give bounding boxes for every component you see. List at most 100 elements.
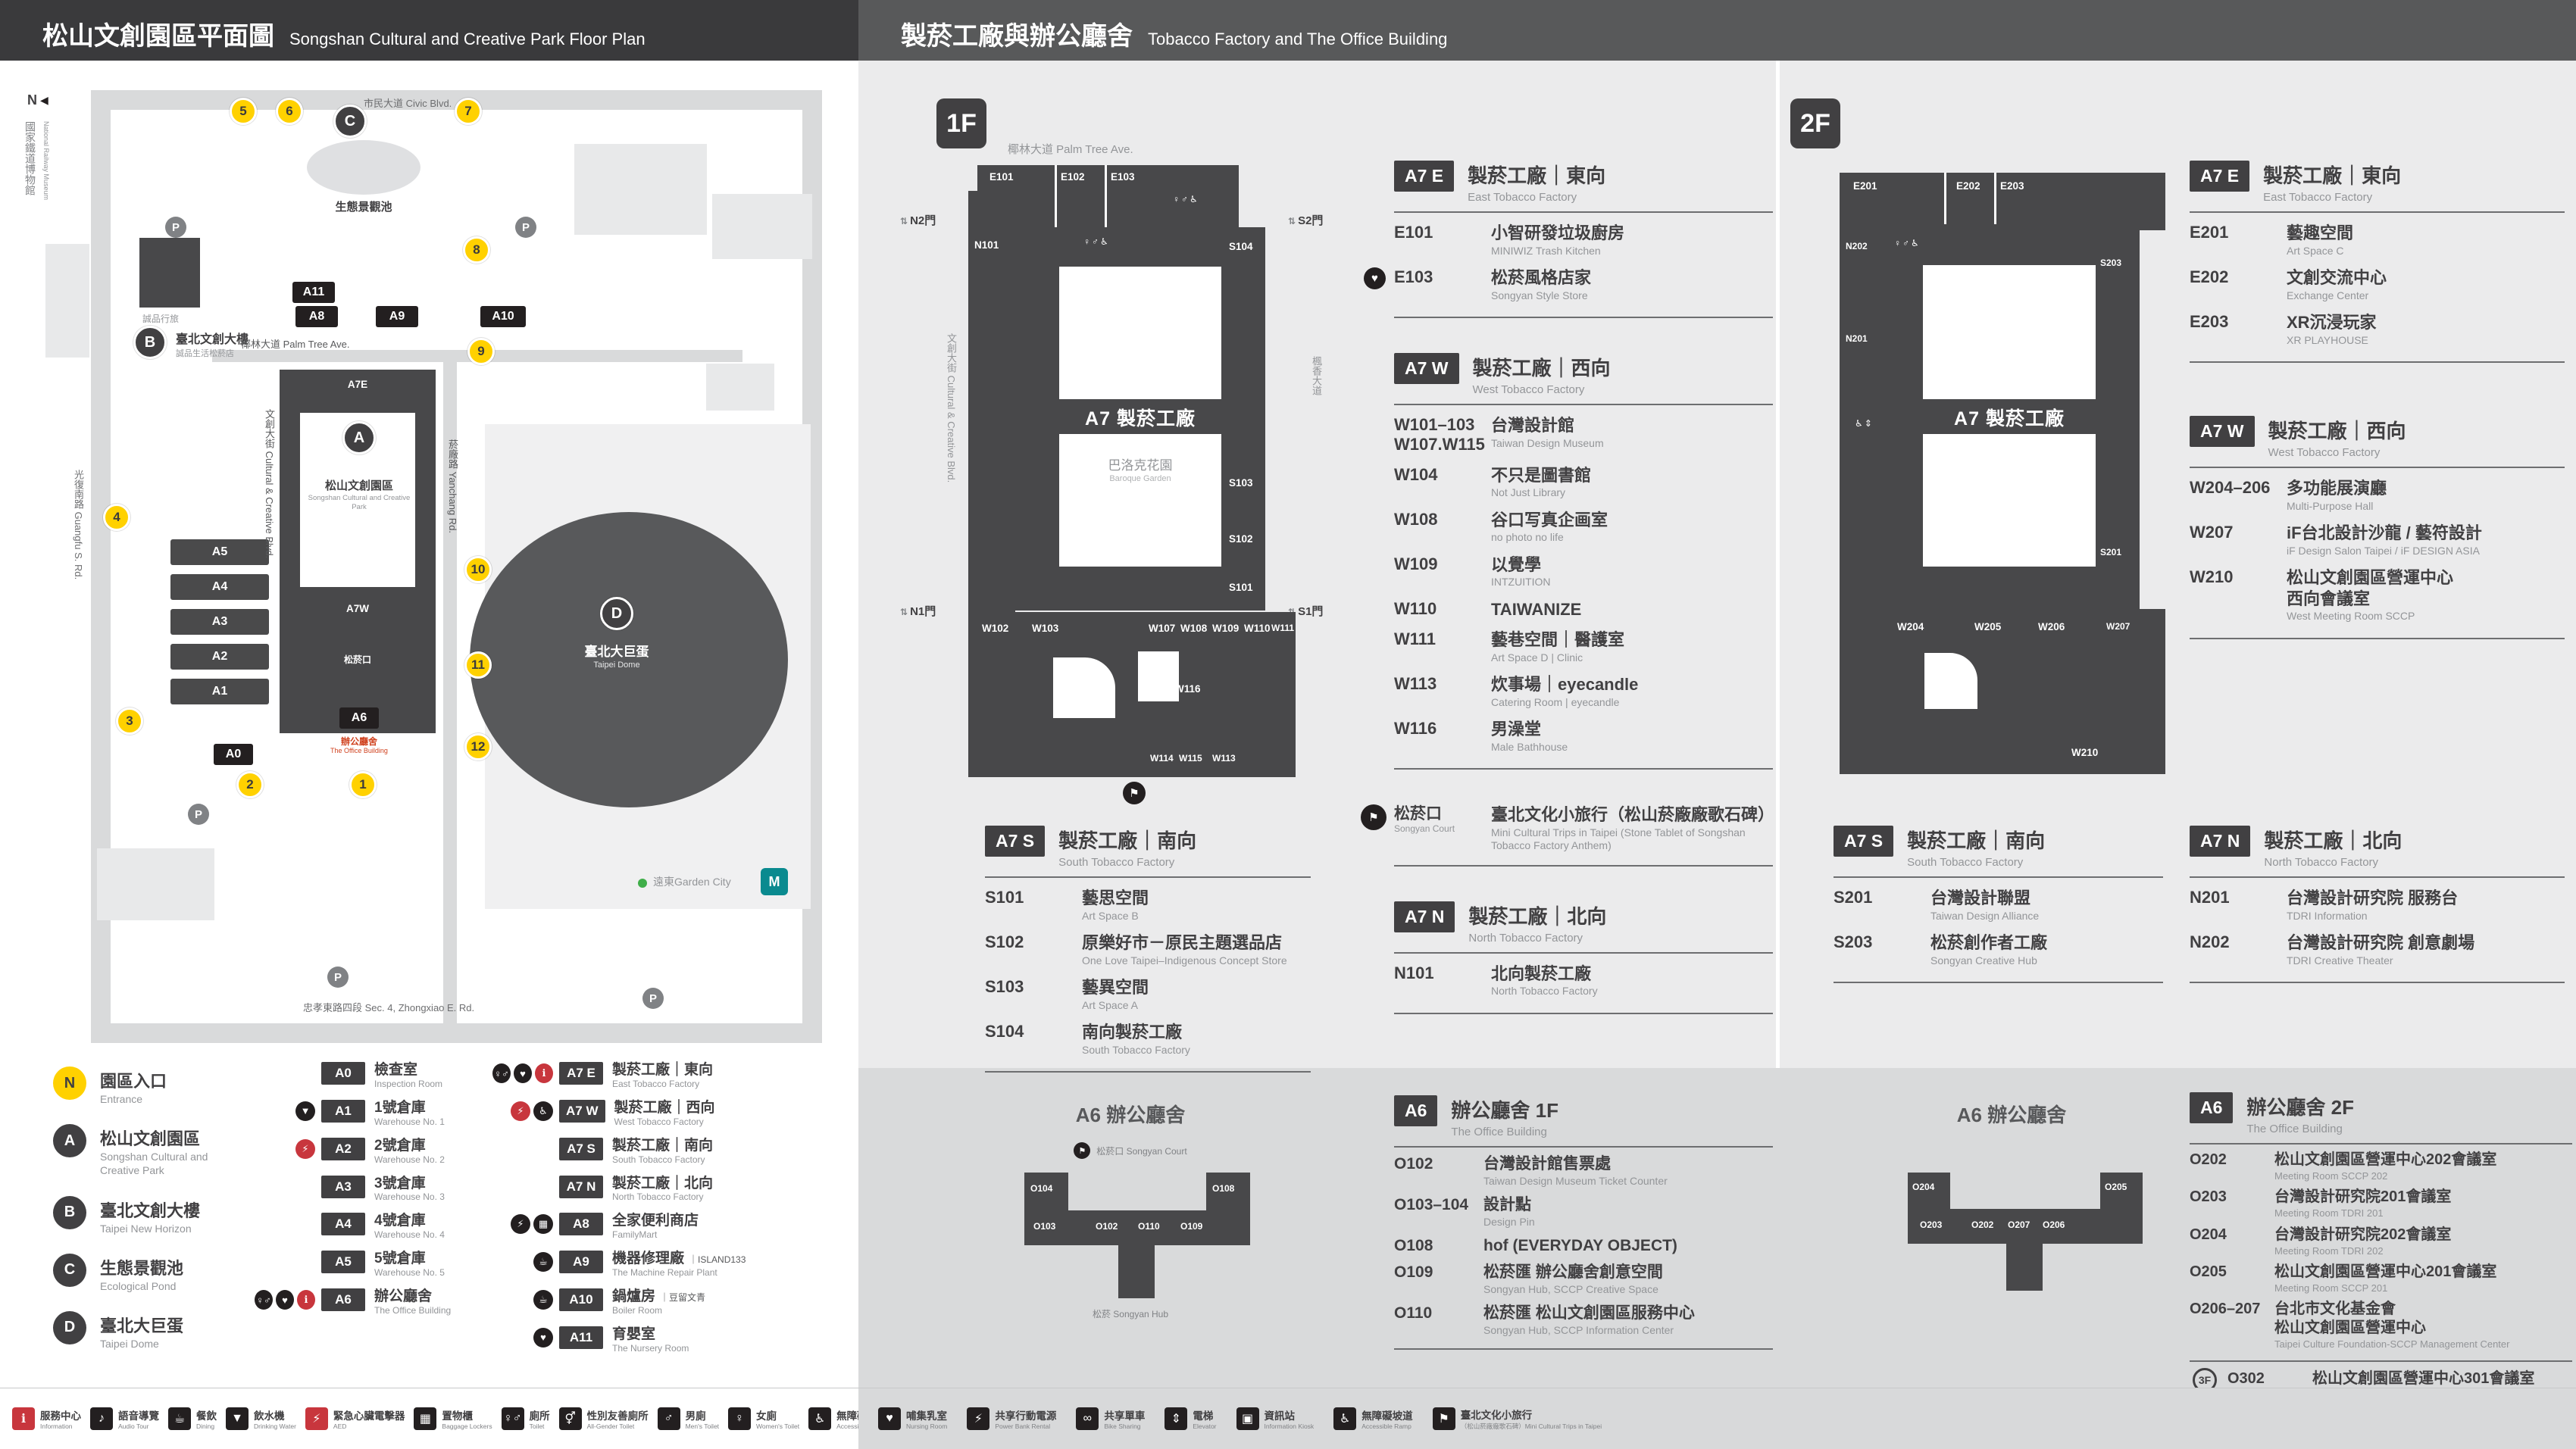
building-label: 5號倉庫 Warehouse No. 5: [374, 1251, 445, 1279]
room-w204: W204: [1897, 621, 1924, 632]
walking-person-icon: ⚑: [1361, 804, 1386, 831]
plan2f-cross-band: [1923, 399, 2096, 434]
service-icon: ▣: [1236, 1407, 1259, 1430]
plan1f-street-right: 楓香大道: [1311, 356, 1322, 395]
garden-label-zh: 巴洛克花園: [1108, 458, 1173, 473]
service-label: 緊急心臟電擊器 AED: [333, 1410, 405, 1430]
street-yanchang: 菸廠路 Yanchang Rd.: [447, 439, 458, 534]
building-code-badge: A7 E: [559, 1062, 603, 1085]
room-o206: O206: [2043, 1219, 2065, 1230]
building-code-badge: A1: [321, 1099, 365, 1123]
legend-building-row: A4 4號倉庫 Warehouse No. 4: [255, 1213, 482, 1240]
legend-building-row: ♀♂ ♥ ℹ A7 E 製菸工廠｜東向 East Tobacco Factory: [492, 1062, 858, 1089]
room-e203: E203: [2000, 180, 2024, 192]
room-e101: E101: [989, 171, 1014, 183]
walking-person-icon: ⚑: [1123, 782, 1146, 804]
service-legend-item: ⇕ 電梯 Elevator: [1165, 1407, 1217, 1430]
building-label: 全家便利商店 FamilyMart: [612, 1213, 699, 1241]
room-code: O103–104: [1394, 1195, 1469, 1213]
ecological-pond: [307, 140, 420, 195]
building-label: 製菸工廠｜西向 West Tobacco Factory: [614, 1099, 715, 1127]
service-label: 共享單車 Bike Sharing: [1104, 1410, 1146, 1430]
room-e103: E103: [1111, 171, 1135, 183]
room-code: O205: [2190, 1263, 2227, 1280]
service-legend-item: ♀ 女廁 Women's Toilet: [728, 1407, 799, 1430]
taipei-new-horizon-building: [139, 238, 200, 308]
garden-label-en: Baroque Garden: [1109, 474, 1171, 483]
wall: [1944, 173, 1946, 230]
service-label: 置物櫃 Baggage Lockers: [442, 1410, 492, 1430]
room-s102: S102: [1229, 533, 1253, 545]
service-icon: ℹ: [297, 1290, 315, 1310]
service-label: 男廁 Men's Toilet: [685, 1410, 720, 1430]
service-icon: ♀♂: [492, 1063, 511, 1083]
a6-1f-stub: [1118, 1245, 1155, 1298]
a6-2f-stub: [2006, 1244, 2043, 1291]
service-icons: ⚡ ▦: [492, 1213, 559, 1235]
pin-a: A: [342, 421, 376, 454]
room-code: O206–207: [2190, 1301, 2261, 1317]
room-e202: E202: [1956, 180, 1980, 192]
building-label: 鍋爐房｜豆留文青 Boiler Room: [612, 1288, 706, 1316]
section-title-en: Tobacco Factory and The Office Building: [1148, 30, 1448, 48]
plan1f-west-wing: [968, 612, 1296, 777]
room-code: N201: [2190, 888, 2230, 907]
building-code-badge: A7 N: [559, 1175, 603, 1198]
room-code: N202: [2190, 932, 2230, 951]
service-icon: ♪: [90, 1407, 113, 1430]
room-w113: W113: [1212, 753, 1236, 764]
room-code: W104: [1394, 464, 1438, 484]
panel-divider: [1776, 61, 1780, 1068]
room-code: O108: [1394, 1236, 1433, 1254]
service-icon: ♀: [728, 1407, 752, 1430]
room-s203: S203: [2100, 258, 2122, 268]
gate-n1: ⇅N1門: [900, 605, 936, 618]
service-icons: ▼: [255, 1100, 321, 1121]
building-code-badge: A6: [321, 1288, 365, 1312]
service-icon: ▦: [414, 1407, 437, 1430]
legend-building-row: ▼ A1 1號倉庫 Warehouse No. 1: [255, 1099, 482, 1127]
building-code-badge: A3: [321, 1175, 365, 1198]
service-legend-item: ♀♂ 廁所 Toilet: [501, 1407, 550, 1430]
room-s201: S201: [2100, 547, 2122, 557]
room-w206: W206: [2038, 621, 2065, 632]
entrance-1: 1: [349, 771, 377, 798]
entrance-5: 5: [230, 98, 257, 125]
service-legend-item: ☕ 餐飲 Dining: [168, 1407, 217, 1430]
service-label: 語音導覽 Audio Tour: [118, 1410, 159, 1430]
room-w111: W111: [1271, 623, 1295, 633]
a6-plan-title-2f: A6 辦公廳舍: [1956, 1104, 2067, 1126]
building-code-badge: A4: [321, 1213, 365, 1236]
legend-building-row: ⚡ A2 2號倉庫 Warehouse No. 2: [255, 1137, 482, 1165]
page-title-en: Songshan Cultural and Creative Park Floo…: [289, 30, 646, 48]
service-icon: ⚡: [305, 1407, 328, 1430]
service-icon: ⚡: [295, 1138, 315, 1159]
service-icons: ☕: [492, 1251, 559, 1273]
room-row: O108 hof (EVERYDAY OBJECT): [1394, 1236, 1773, 1256]
room-code: W204–206: [2190, 478, 2271, 497]
legend-building-row: ⚡ ♿ A7 W 製菸工廠｜西向 West Tobacco Factory: [492, 1099, 858, 1127]
service-icons: ♀♂ ♥ ℹ: [255, 1288, 321, 1310]
toilet-icons: ♀♂♿: [1173, 194, 1199, 205]
building-code-badge: A10: [559, 1288, 603, 1312]
